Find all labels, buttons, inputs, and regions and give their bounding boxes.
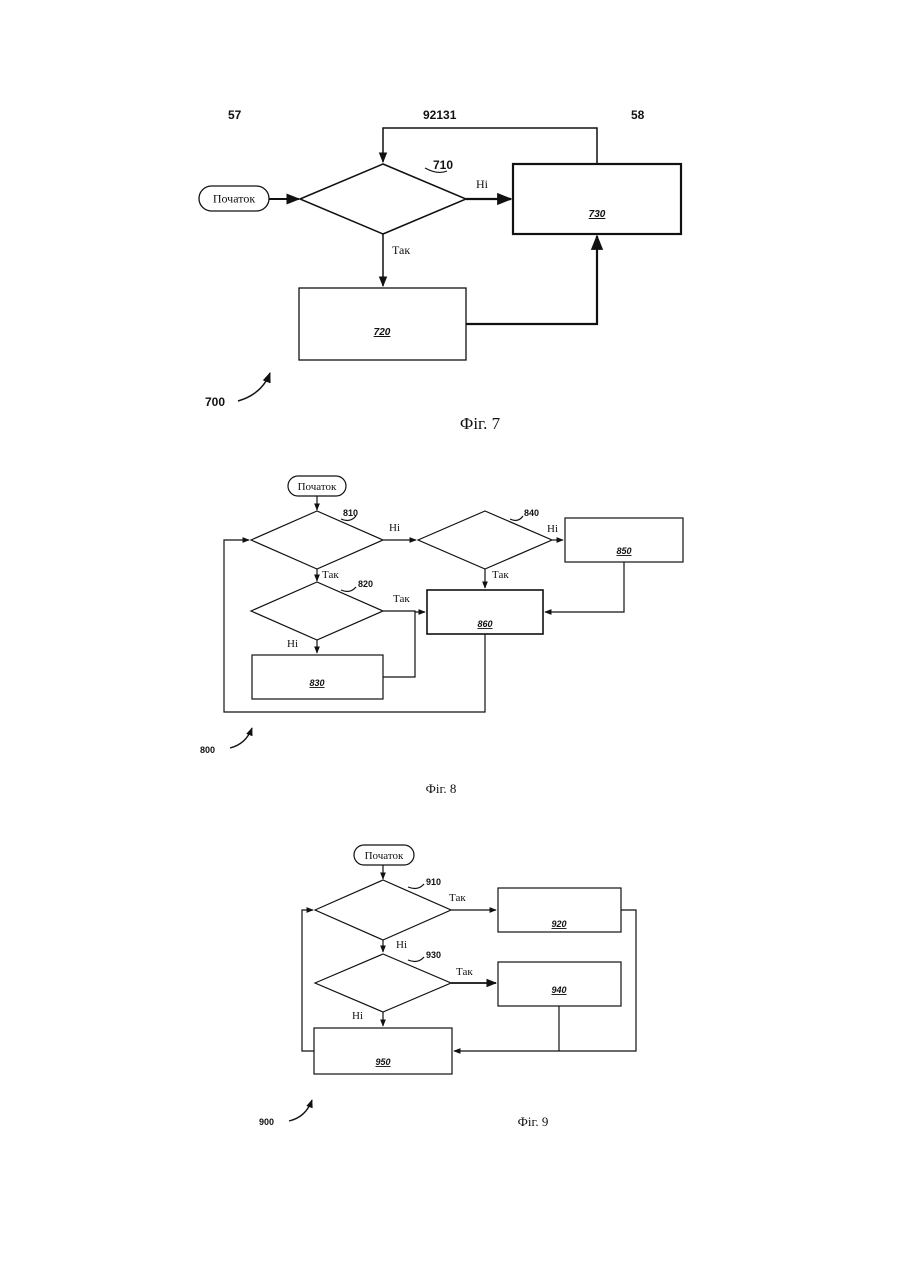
- fig9-ref-910-leader: [408, 884, 424, 888]
- fig9-930-yes-label: Так: [456, 966, 473, 978]
- fig8-figure-ref: 800: [200, 745, 215, 755]
- fig8-box-830: [252, 655, 383, 699]
- fig9-figure-ref-arrow: [289, 1100, 312, 1121]
- page-number-left: 57: [228, 108, 242, 122]
- fig8-840-no-label: Ні: [547, 523, 558, 535]
- fig8-box-830-ref: 830: [309, 678, 324, 688]
- fig9-box-940: [498, 962, 621, 1006]
- fig8-caption: Фіг. 8: [426, 781, 457, 796]
- fig9-930-no-label: Ні: [352, 1010, 363, 1022]
- figure-9: [289, 845, 636, 1121]
- fig9-box-950: [314, 1028, 452, 1074]
- fig7-arrow-loop: [383, 128, 597, 164]
- fig9-ref-910: 910: [426, 877, 441, 887]
- fig8-820-no-label: Ні: [287, 638, 298, 650]
- fig9-arrow-loop: [302, 910, 314, 1051]
- fig7-ref-710: 710: [433, 158, 453, 172]
- fig8-ref-840: 840: [524, 508, 539, 518]
- fig7-box-720-ref: 720: [374, 327, 391, 338]
- fig8-box-860-ref: 860: [477, 619, 492, 629]
- fig9-box-940-ref: 940: [551, 985, 566, 995]
- fig8-decision-840: [418, 511, 552, 569]
- fig9-decision-910: [315, 880, 451, 940]
- fig7-figure-ref-arrow: [238, 373, 270, 401]
- fig7-figure-ref: 700: [205, 395, 225, 409]
- fig8-ref-820: 820: [358, 579, 373, 589]
- figure-8: [224, 476, 683, 748]
- fig8-start-label: Початок: [298, 481, 337, 493]
- fig7-yes-label: Так: [392, 243, 410, 257]
- fig9-caption: Фіг. 9: [518, 1114, 549, 1129]
- fig7-box-720: [299, 288, 466, 360]
- fig8-arrow-820-yes: [383, 611, 425, 612]
- fig8-ref-820-leader: [341, 587, 356, 591]
- fig9-ref-930: 930: [426, 950, 441, 960]
- fig9-figure-ref: 900: [259, 1117, 274, 1127]
- fig9-910-no-label: Ні: [396, 939, 407, 951]
- fig7-caption: Фіг. 7: [460, 414, 501, 433]
- page-number-right: 58: [631, 108, 645, 122]
- fig9-box-920-ref: 920: [551, 919, 566, 929]
- fig8-820-yes-label: Так: [393, 593, 410, 605]
- fig7-arrow-720-to-730: [466, 236, 597, 324]
- fig9-arrow-920-to-950: [454, 910, 636, 1051]
- fig8-arrow-loop: [224, 540, 485, 712]
- fig8-ref-810: 810: [343, 508, 358, 518]
- fig8-810-no-label: Ні: [389, 522, 400, 534]
- fig8-810-yes-label: Так: [322, 569, 339, 581]
- fig8-840-yes-label: Так: [492, 569, 509, 581]
- fig7-no-label: Ні: [476, 177, 489, 191]
- fig7-decision-710: [300, 164, 466, 234]
- fig8-arrow-850-to-860: [545, 562, 624, 612]
- fig7-box-730-ref: 730: [589, 209, 606, 220]
- fig9-start-label: Початок: [365, 850, 404, 862]
- fig9-ref-930-leader: [408, 957, 424, 961]
- fig7-box-730: [513, 164, 681, 234]
- fig8-ref-840-leader: [510, 516, 523, 520]
- fig9-box-950-ref: 950: [375, 1057, 390, 1067]
- fig8-decision-820: [251, 582, 383, 640]
- fig8-box-850-ref: 850: [616, 546, 631, 556]
- patent-number: 92131: [423, 108, 457, 122]
- fig9-910-yes-label: Так: [449, 892, 466, 904]
- fig8-line-830-to-860: [383, 612, 415, 677]
- fig9-decision-930: [315, 954, 451, 1012]
- fig8-figure-ref-arrow: [230, 728, 252, 748]
- fig7-start-label: Початок: [213, 192, 255, 206]
- fig8-decision-810: [251, 511, 383, 569]
